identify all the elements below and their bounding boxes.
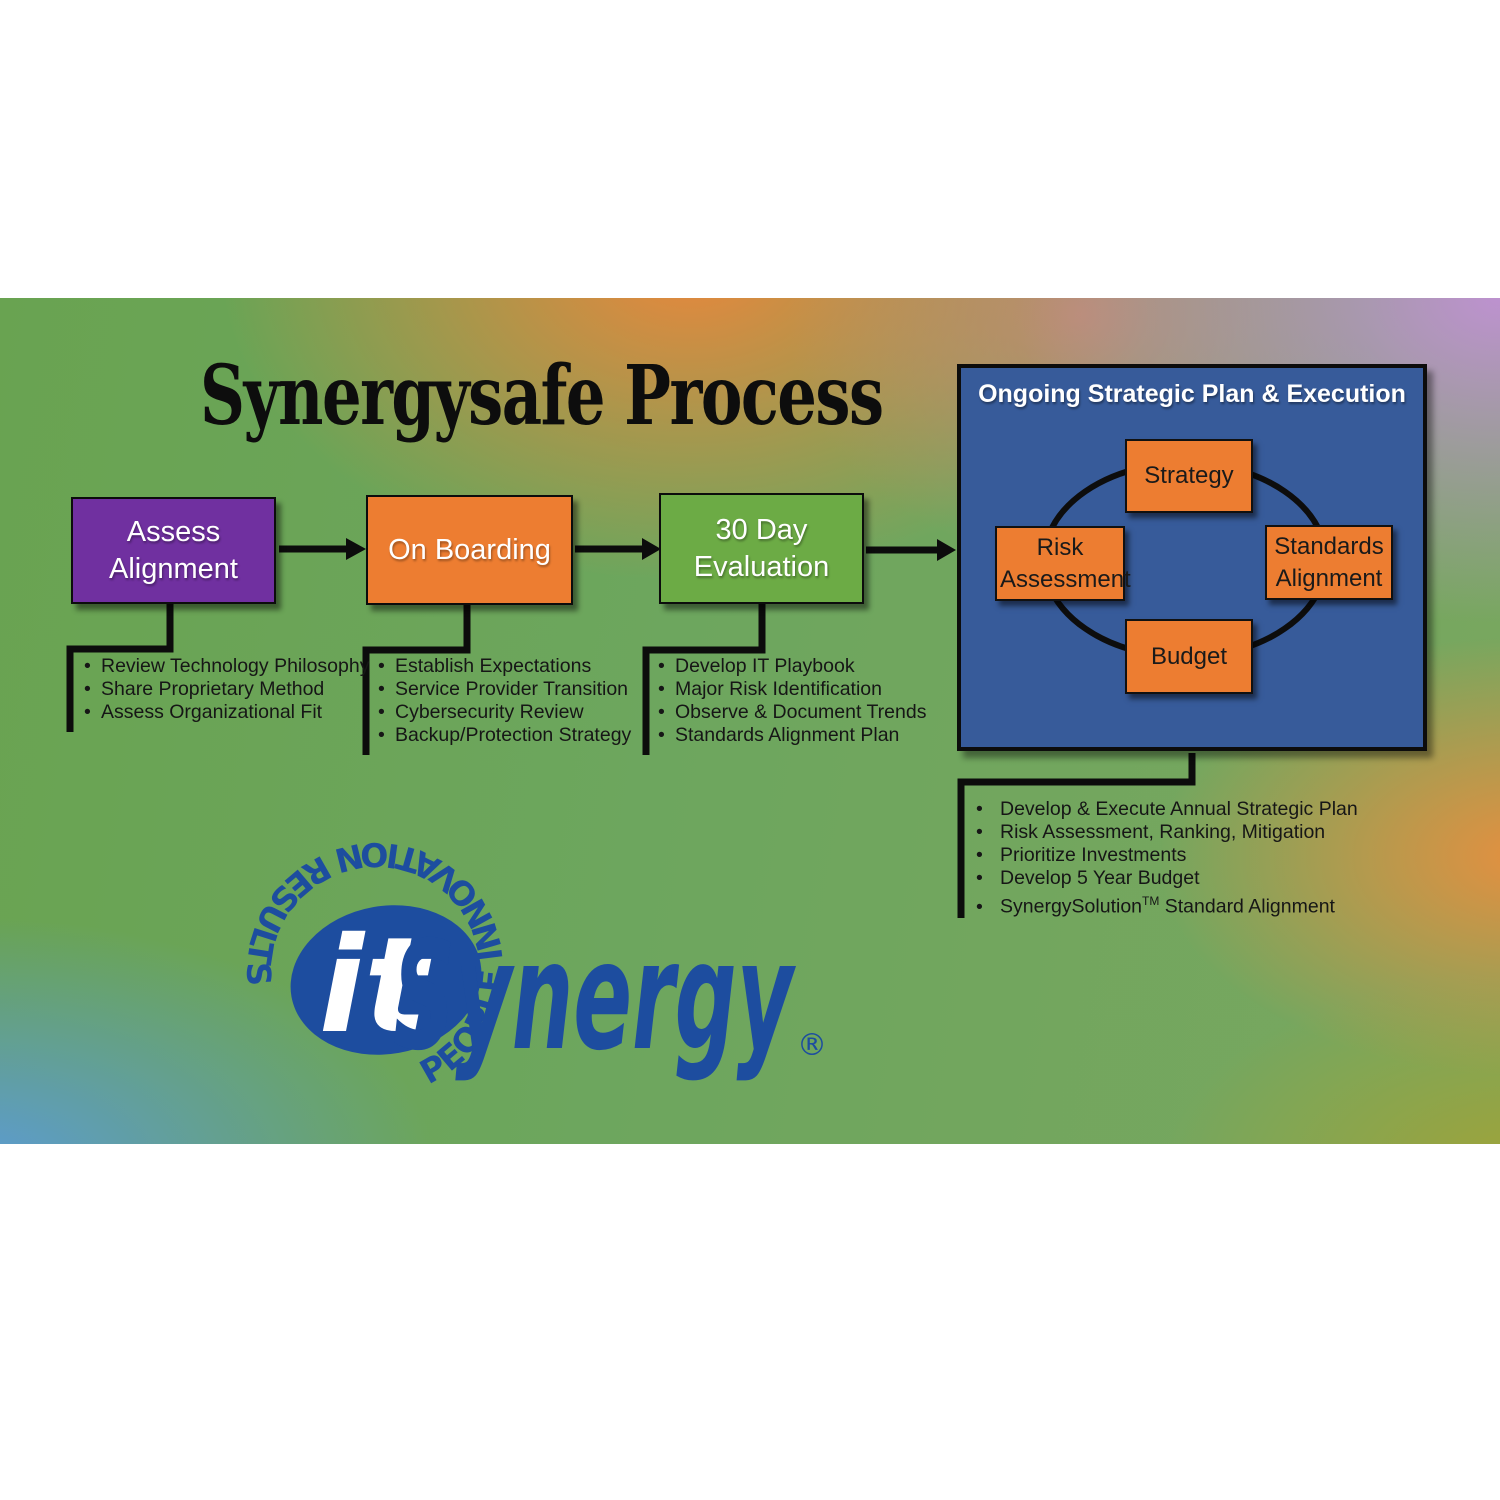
step-box-30-day-evaluation: 30 Day Evaluation: [659, 493, 864, 604]
connector-line: [642, 602, 766, 755]
cycle-label: Risk Assessment: [1000, 534, 1131, 593]
connector-line: [362, 603, 471, 755]
connector-line: [66, 601, 174, 732]
evaluation-bullets: •Develop IT Playbook •Major Risk Identif…: [658, 655, 926, 747]
connector-overlay: [66, 538, 1196, 918]
arrowhead-icon: [346, 538, 366, 560]
connector-line: [957, 753, 1196, 918]
strategic-plan-bullets: •Develop & Execute Annual Strategic Plan…: [976, 798, 1358, 919]
registered-mark-icon: ®: [797, 1028, 827, 1063]
list-item: •Cybersecurity Review: [378, 701, 584, 723]
list-item: •Assess Organizational Fit: [84, 701, 323, 723]
on-boarding-bullets: •Establish Expectations •Service Provide…: [378, 655, 631, 747]
list-item: •Develop & Execute Annual Strategic Plan: [976, 798, 1358, 820]
list-item: •Standards Alignment Plan: [658, 724, 900, 746]
logo-wordmark: Synergy: [393, 910, 797, 1084]
step-label: On Boarding: [388, 533, 551, 566]
arrowhead-icon: [937, 539, 956, 561]
cycle-box-standards-alignment: Standards Alignment: [1265, 525, 1393, 600]
list-item: •Service Provider Transition: [378, 678, 629, 700]
list-item: •Share Proprietary Method: [84, 678, 325, 700]
list-item: •Major Risk Identification: [658, 678, 882, 700]
gradient-background: Synergysafe Process Assess Alignment: [0, 298, 1500, 1144]
list-item: •Prioritize Investments: [976, 844, 1187, 866]
list-item: •Risk Assessment, Ranking, Mitigation: [976, 821, 1326, 843]
cycle-box-budget: Budget: [1125, 619, 1253, 694]
list-item: •Establish Expectations: [378, 655, 592, 677]
itsynergy-logo: PEOPLE INNOVATION RESULTS it Synergy ®: [239, 835, 827, 1092]
logo-oval: [290, 905, 482, 1055]
cycle-box-risk-assessment: Risk Assessment: [995, 526, 1131, 601]
strategic-plan-panel: Ongoing Strategic Plan & Execution Strat…: [957, 364, 1427, 751]
assess-alignment-bullets: •Review Technology Philosophy •Share Pro…: [84, 655, 369, 724]
trademark-symbol: TM: [1142, 894, 1160, 908]
list-item: •Develop 5 Year Budget: [976, 867, 1200, 889]
step-label: Assess Alignment: [109, 516, 238, 585]
arrowhead-icon: [642, 538, 661, 560]
page-title: Synergysafe Process: [200, 348, 884, 444]
panel-title: Ongoing Strategic Plan & Execution: [978, 380, 1406, 408]
cycle-label: Standards Alignment: [1274, 533, 1384, 592]
list-item: •Observe & Document Trends: [658, 701, 927, 723]
list-item: •Backup/Protection Strategy: [378, 724, 632, 746]
list-item: •Review Technology Philosophy: [84, 655, 370, 677]
cycle-label: Strategy: [1144, 462, 1234, 490]
list-item: •Develop IT Playbook: [658, 655, 855, 677]
step-label: 30 Day Evaluation: [693, 514, 830, 583]
logo-it-text: it: [319, 909, 432, 1063]
step-box-on-boarding: On Boarding: [366, 495, 573, 605]
cycle-label: Budget: [1150, 642, 1228, 670]
cycle-box-strategy: Strategy: [1125, 439, 1253, 513]
list-item: •SynergySolutionTM Standard Alignment: [976, 894, 1335, 918]
step-box-assess-alignment: Assess Alignment: [71, 497, 276, 604]
